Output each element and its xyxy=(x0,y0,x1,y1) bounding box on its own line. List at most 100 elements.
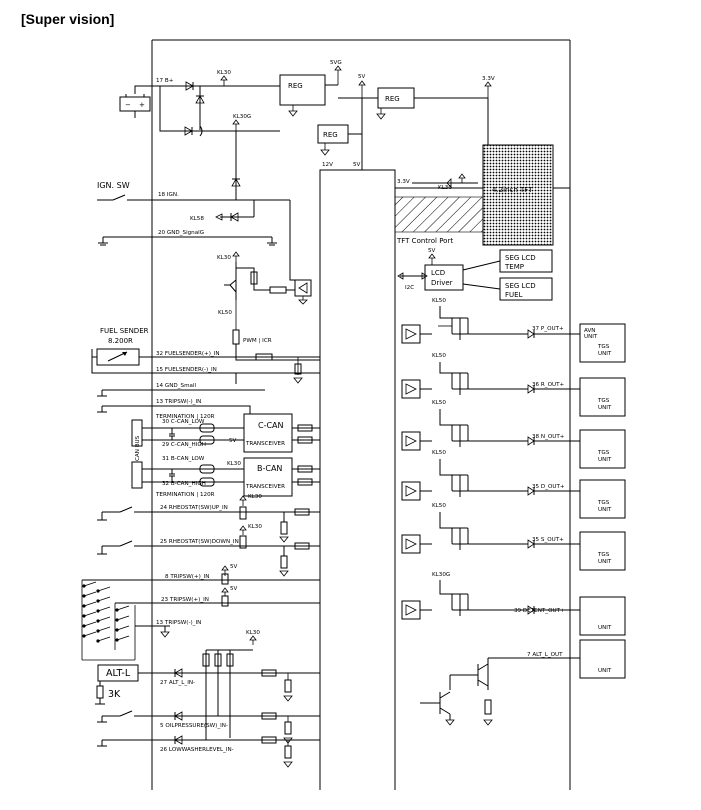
svg-text:UNIT: UNIT xyxy=(598,507,612,513)
svg-text:Driver: Driver xyxy=(431,279,453,287)
svg-text:KL50: KL50 xyxy=(432,298,446,304)
svg-text:REG: REG xyxy=(385,95,400,103)
svg-text:−: − xyxy=(125,101,131,109)
ign-switch-section: IGN. SW 18 IGN. KL58 20 GND_SignalG xyxy=(97,181,295,281)
svg-text:PWM | ICR: PWM | ICR xyxy=(243,338,272,344)
svg-text:KL30G: KL30G xyxy=(233,114,251,120)
trip-switch-section: 5V 8 TRIPSW(+)_IN 5V 23 TRIPSW(+)_IN 13 … xyxy=(81,564,320,661)
svg-text:TEMP: TEMP xyxy=(504,263,524,271)
svg-text:5V: 5V xyxy=(230,586,238,592)
svg-text:LCD: LCD xyxy=(431,269,445,277)
svg-text:5V: 5V xyxy=(358,74,366,80)
svg-text:SEG LCD: SEG LCD xyxy=(505,254,536,262)
svg-text:26 LOWWASHERLEVEL_IN-: 26 LOWWASHERLEVEL_IN- xyxy=(160,747,234,753)
svg-text:TERMINATION | 120R: TERMINATION | 120R xyxy=(155,414,215,420)
svg-text:7 ALT_L_OUT: 7 ALT_L_OUT xyxy=(527,652,563,658)
svg-text:35 D_OUT+: 35 D_OUT+ xyxy=(532,484,565,490)
svg-text:5V: 5V xyxy=(230,564,238,570)
svg-text:27 ALT_L_IN-: 27 ALT_L_IN- xyxy=(160,680,195,686)
svg-text:KL30: KL30 xyxy=(248,494,262,500)
svg-text:UNIT: UNIT xyxy=(598,457,612,463)
cluster-frame xyxy=(151,39,571,790)
svg-text:UNIT: UNIT xyxy=(598,559,612,565)
svg-text:25 RHEOSTAT(SW)DOWN_IN: 25 RHEOSTAT(SW)DOWN_IN xyxy=(160,539,239,545)
svg-text:TGS: TGS xyxy=(597,450,610,456)
svg-text:KL50: KL50 xyxy=(432,503,446,509)
svg-text:KL50: KL50 xyxy=(432,400,446,406)
svg-text:UNIT: UNIT xyxy=(584,334,598,340)
lcd-driver-section: 5V LCD Driver SEG LCD TEMP SEG LCD FUEL … xyxy=(397,248,553,301)
svg-text:KL30: KL30 xyxy=(248,524,262,530)
svg-text:KL58: KL58 xyxy=(190,216,204,222)
svg-text:REG: REG xyxy=(323,131,338,139)
b-plus-label: 17 B+ xyxy=(156,78,174,84)
svg-text:UNIT: UNIT xyxy=(598,625,612,631)
svg-text:UNIT: UNIT xyxy=(598,668,612,674)
unit-boxes: AVN UNIT TGS UNIT TGS UNIT TGS UNIT TGS … xyxy=(579,323,626,679)
svg-text:23 TRIPSW(+)_IN: 23 TRIPSW(+)_IN xyxy=(161,597,209,603)
svg-text:14 GND_Small: 14 GND_Small xyxy=(156,383,197,389)
svg-text:TGS: TGS xyxy=(597,398,610,404)
diagram-title: [Super vision] xyxy=(21,11,115,27)
svg-text:13 TRIPSW(-)_IN: 13 TRIPSW(-)_IN xyxy=(156,399,201,405)
svg-text:3.3V: 3.3V xyxy=(482,76,495,82)
svg-text:3.3V: 3.3V xyxy=(397,179,410,185)
svg-text:29 C-CAN_HIGH: 29 C-CAN_HIGH xyxy=(162,442,206,448)
can-bus-section: TERMINATION | 120R 30 C-CAN_LOW 29 C-CAN… xyxy=(131,413,320,498)
svg-text:37 P_OUT+: 37 P_OUT+ xyxy=(532,326,564,332)
svg-text:IGN. SW: IGN. SW xyxy=(97,181,130,190)
svg-text:3K: 3K xyxy=(108,689,121,700)
svg-text:SEG LCD: SEG LCD xyxy=(505,282,536,290)
warning-inputs-section: KL30 ALT-L 3K 27 ALT_L_IN- 5 OILPRESSURE… xyxy=(95,630,320,768)
svg-text:18 IGN.: 18 IGN. xyxy=(158,192,179,198)
fuel-sender-section: FUEL SENDER 8.200R 32 FUELSENDER(+)_IN 1… xyxy=(91,327,320,414)
svg-text:TRANSCEIVER: TRANSCEIVER xyxy=(245,441,285,447)
svg-text:15 FUELSENDER(-)_IN: 15 FUELSENDER(-)_IN xyxy=(156,367,217,373)
svg-text:38 N_OUT+: 38 N_OUT+ xyxy=(532,434,565,440)
rheostat-driver: KL30 KL50 PWM | ICR xyxy=(217,251,320,361)
svg-text:TERMINATION | 120R: TERMINATION | 120R xyxy=(155,492,215,498)
svg-text:UNIT: UNIT xyxy=(598,351,612,357)
svg-text:39 DETENT_OUT+: 39 DETENT_OUT+ xyxy=(514,608,565,614)
svg-text:5V: 5V xyxy=(428,248,436,254)
svg-text:KL30: KL30 xyxy=(227,461,241,467)
svg-text:8.200R: 8.200R xyxy=(108,337,133,345)
svg-text:12V: 12V xyxy=(322,162,333,168)
svg-text:8 TRIPSW(+)_IN: 8 TRIPSW(+)_IN xyxy=(165,574,209,580)
svg-text:KL50: KL50 xyxy=(432,450,446,456)
svg-text:5V: 5V xyxy=(229,438,237,444)
svg-text:TRANSCEIVER: TRANSCEIVER xyxy=(245,484,285,490)
svg-text:36 R_OUT+: 36 R_OUT+ xyxy=(532,382,564,388)
svg-text:35 S_OUT+: 35 S_OUT+ xyxy=(532,537,564,543)
svg-text:5VG: 5VG xyxy=(330,60,342,66)
svg-text:C-CAN: C-CAN xyxy=(258,421,284,430)
svg-text:TGS: TGS xyxy=(597,500,610,506)
svg-text:+: + xyxy=(139,101,145,109)
svg-text:REG: REG xyxy=(288,82,303,90)
svg-text:ALT-L: ALT-L xyxy=(106,668,131,679)
svg-text:31 B-CAN_LOW: 31 B-CAN_LOW xyxy=(162,456,205,462)
svg-text:4.2inch TFT: 4.2inch TFT xyxy=(492,186,533,194)
svg-text:KL50: KL50 xyxy=(218,310,232,316)
svg-text:13 TRIPSW(-)_IN: 13 TRIPSW(-)_IN xyxy=(156,620,201,626)
svg-text:UNIT: UNIT xyxy=(598,405,612,411)
svg-text:5 OILPRESSURE(SW)_IN-: 5 OILPRESSURE(SW)_IN- xyxy=(160,723,228,729)
svg-text:KL30: KL30 xyxy=(438,185,452,191)
rheostat-switch-section: KL30 24 RHEOSTAT(SW)UP_IN KL30 25 RHEOST… xyxy=(97,494,320,577)
power-supply-section: − + 17 B+ KL30 REG 5VG REG xyxy=(119,60,495,200)
svg-text:24 RHEOSTAT(SW)UP_IN: 24 RHEOSTAT(SW)UP_IN xyxy=(160,505,228,511)
svg-text:KL50: KL50 xyxy=(432,353,446,359)
svg-text:B-CAN: B-CAN xyxy=(257,464,282,473)
svg-text:TFT Control Port: TFT Control Port xyxy=(396,237,453,245)
svg-text:30 C-CAN_LOW: 30 C-CAN_LOW xyxy=(162,419,205,425)
svg-text:TGS: TGS xyxy=(597,344,610,350)
svg-text:5V: 5V xyxy=(353,162,361,168)
svg-text:32 FUELSENDER(+)_IN: 32 FUELSENDER(+)_IN xyxy=(156,351,220,357)
svg-text:20 GND_SignalG: 20 GND_SignalG xyxy=(158,230,204,236)
svg-text:TGS: TGS xyxy=(597,552,610,558)
svg-text:AVN: AVN xyxy=(584,328,595,334)
svg-text:KL30: KL30 xyxy=(217,70,231,76)
svg-text:I2C: I2C xyxy=(405,285,414,291)
svg-text:KL30: KL30 xyxy=(246,630,260,636)
